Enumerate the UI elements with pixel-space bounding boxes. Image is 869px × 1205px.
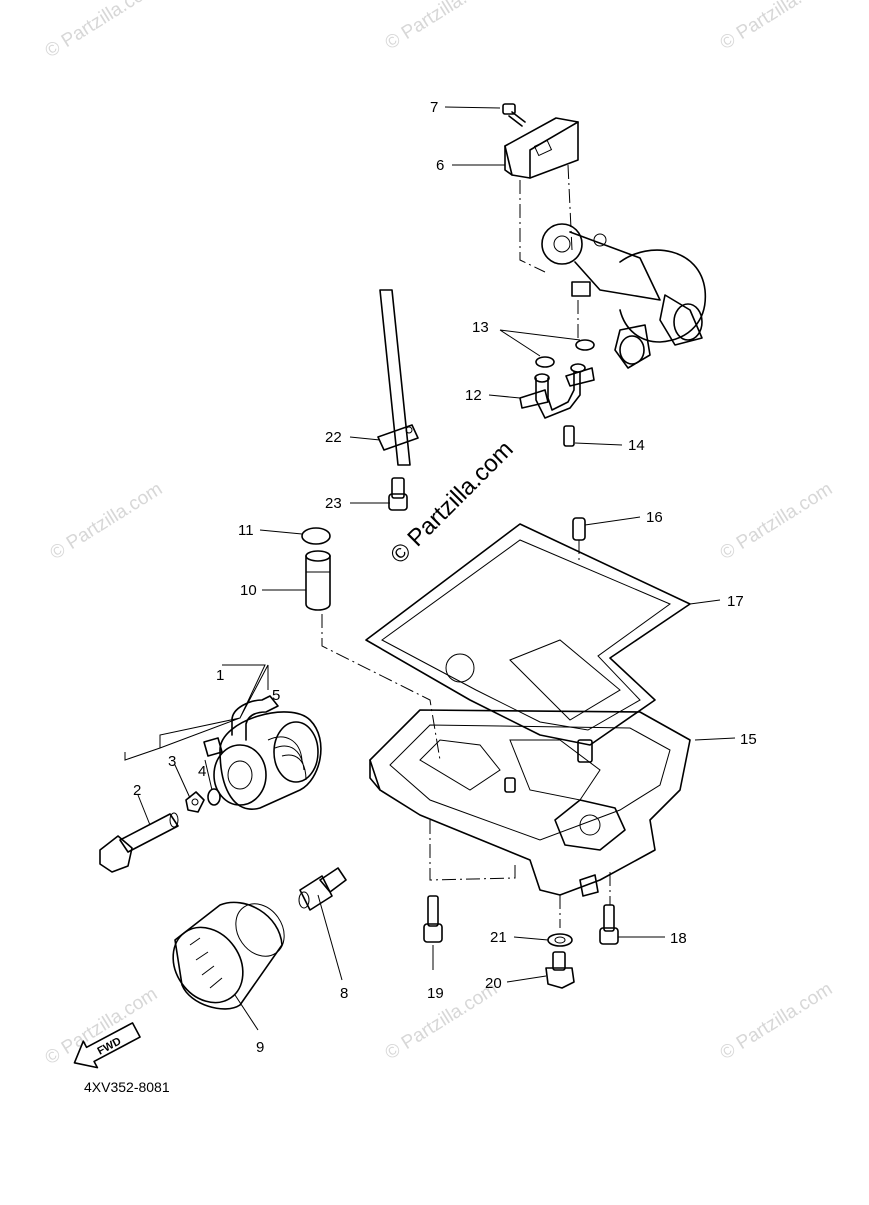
part-2-union-bolt <box>99 812 179 873</box>
callout-6: 6 <box>436 157 444 174</box>
callout-11: 11 <box>238 522 254 539</box>
part-10-pipe <box>305 550 331 611</box>
part-7-bolt <box>502 103 526 127</box>
callout-17: 17 <box>727 593 744 610</box>
part-1-oil-cooler <box>203 695 322 810</box>
watermark-text: © Partzilla.com <box>717 979 837 1065</box>
callout-4: 4 <box>198 763 206 780</box>
callout-16: 16 <box>646 509 663 526</box>
callout-19: 19 <box>427 985 444 1002</box>
watermark-text: © Partzilla.com <box>382 0 502 54</box>
callout-8: 8 <box>340 985 348 1002</box>
part-4-o-ring <box>207 788 221 806</box>
callout-1: 1 <box>216 667 224 684</box>
part-9-oil-filter <box>172 901 285 1010</box>
leader-lines <box>124 106 736 1031</box>
part-5-cooler-cover <box>273 721 319 783</box>
part-23-fitting <box>388 477 408 511</box>
part-15-oil-pan <box>369 709 691 897</box>
part-14-bolt <box>563 425 575 447</box>
part-21-washer <box>547 933 573 947</box>
callout-22: 22 <box>325 429 342 446</box>
callout-12: 12 <box>465 387 482 404</box>
watermark-text: © Partzilla.com <box>42 0 162 62</box>
callout-23: 23 <box>325 495 342 512</box>
callout-15: 15 <box>740 731 757 748</box>
watermark-center: © Partzilla.com <box>385 436 518 569</box>
callout-2: 2 <box>133 782 141 799</box>
part-11-o-ring <box>301 527 331 545</box>
part-20-drain-bolt <box>545 951 575 989</box>
part-16-dowel <box>572 517 586 541</box>
watermark-text: © Partzilla.com <box>717 0 837 54</box>
part-18-bolt <box>599 904 619 945</box>
callout-14: 14 <box>628 437 645 454</box>
part-19-bolt <box>423 895 443 943</box>
part-13-o-rings <box>535 339 595 368</box>
callout-5: 5 <box>272 687 280 704</box>
callout-10: 10 <box>240 582 257 599</box>
callout-21: 21 <box>490 929 507 946</box>
diagram-code: 4XV352-8081 <box>84 1079 170 1095</box>
callout-13: 13 <box>472 319 489 336</box>
watermark-text: © Partzilla.com <box>717 479 837 565</box>
callout-9: 9 <box>256 1039 264 1056</box>
part-17-gasket <box>365 523 691 746</box>
callout-18: 18 <box>670 930 687 947</box>
part-3-washer <box>185 791 205 813</box>
oil-pump-assembly <box>541 223 707 369</box>
watermark-text: © Partzilla.com <box>47 479 167 565</box>
callout-3: 3 <box>168 753 176 770</box>
callout-20: 20 <box>485 975 502 992</box>
part-12-oil-pipe <box>519 363 595 419</box>
part-6-chain-guide <box>504 117 579 179</box>
part-22-strainer <box>377 289 419 466</box>
callout-7: 7 <box>430 99 438 116</box>
part-8-fitting <box>298 867 347 911</box>
callout-labels: 1 2 3 4 5 6 7 8 9 10 11 12 13 14 15 16 1… <box>133 99 757 1056</box>
